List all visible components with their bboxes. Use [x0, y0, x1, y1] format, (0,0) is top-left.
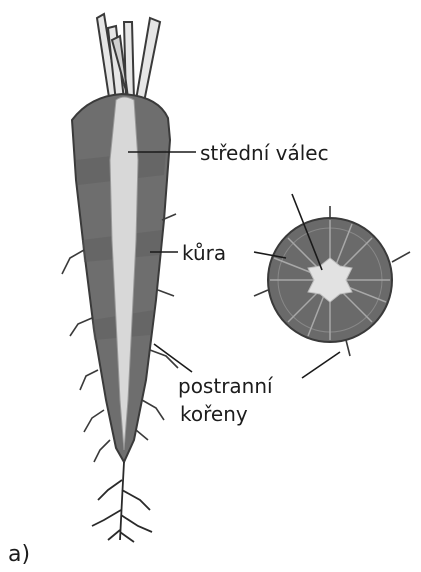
label-lateral-roots-line1: postranní	[178, 374, 274, 398]
leader-lateral-long	[154, 344, 192, 372]
label-cortex: kůra	[182, 241, 226, 265]
root-cross-section-icon	[254, 206, 410, 356]
taproot-tip-icon	[92, 462, 152, 542]
leader-lateral-cross	[302, 352, 340, 378]
label-lateral-roots-line2: kořeny	[180, 402, 248, 426]
panel-label: a)	[8, 542, 30, 567]
root-longitudinal-section-icon	[62, 14, 178, 542]
leaf-stalks-icon	[97, 14, 160, 104]
label-stele: střední válec	[200, 141, 329, 165]
